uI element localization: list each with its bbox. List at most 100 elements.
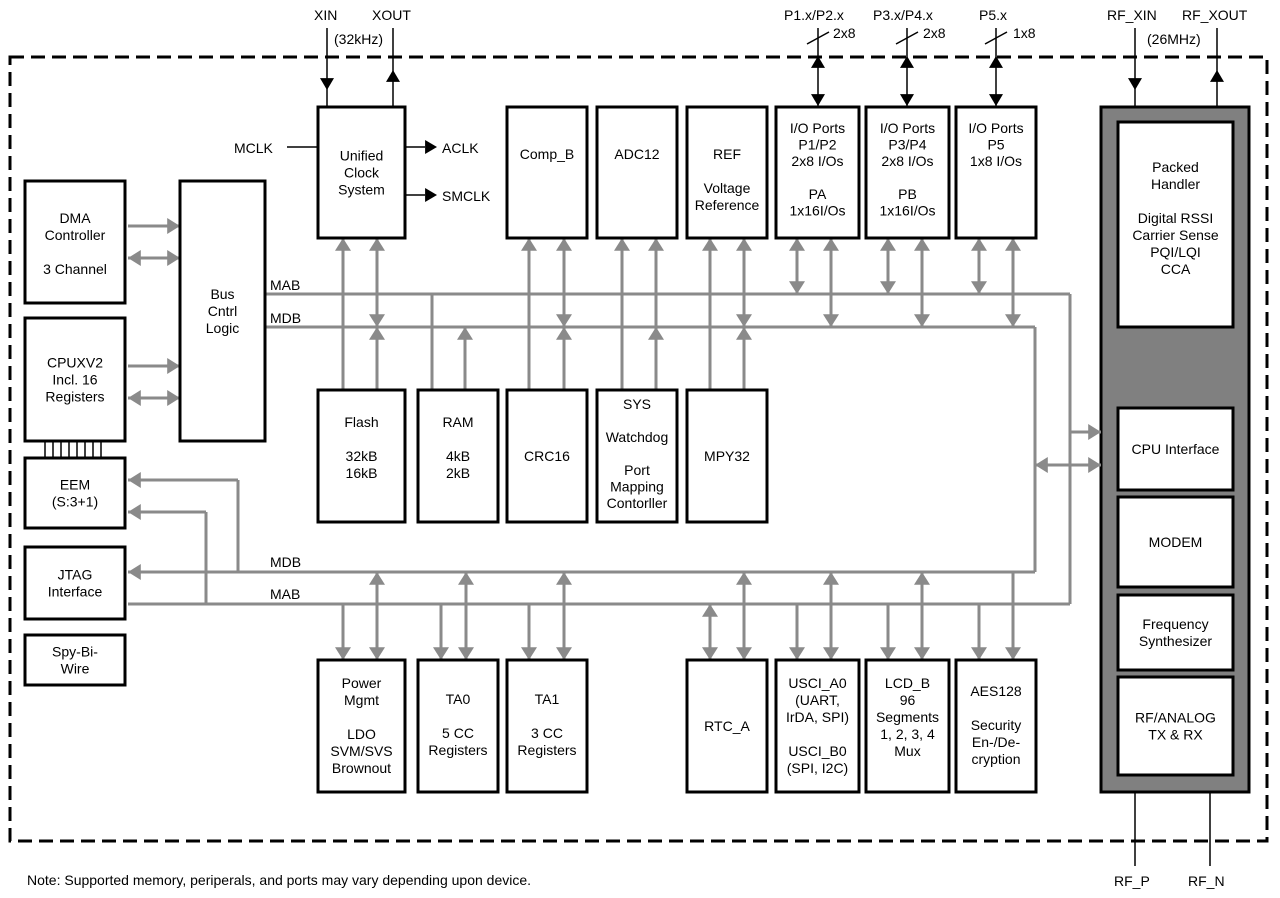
arrowhead (736, 572, 752, 585)
block-label-line: Controller (45, 227, 106, 243)
arrowhead (167, 218, 180, 234)
block-label-line: Watchdog (606, 429, 669, 445)
block-label-line: Security (971, 717, 1022, 733)
block-label-line: CRC16 (524, 448, 570, 464)
rtc-a-block: RTC_A (685, 658, 769, 794)
arrowhead (971, 281, 987, 294)
block-frame (1116, 495, 1235, 589)
arrowhead (1035, 457, 1048, 473)
rf-n-pin-label: RF_N (1188, 873, 1225, 889)
rf-xin-pin-label: RF_XIN (1107, 7, 1157, 23)
arrowhead (556, 327, 572, 340)
arrowhead (369, 647, 385, 660)
arrowhead (128, 472, 141, 488)
p34-pin-label: P3.x/P4.x (873, 7, 933, 23)
block-label-line: AES128 (970, 683, 1022, 699)
arrowhead (167, 358, 180, 374)
arrowhead (1128, 78, 1142, 90)
block-label-line: LDO (347, 726, 376, 742)
block-label-line: 3 Channel (43, 261, 107, 277)
arrowhead (648, 238, 664, 251)
block-label-line: MODEM (1149, 534, 1203, 550)
block-label-line: SYS (623, 396, 651, 412)
block-frame (505, 105, 589, 240)
block-frame (1116, 120, 1235, 329)
block-label-line: PB (898, 186, 917, 202)
block-frame (505, 658, 589, 794)
arrowhead (128, 504, 141, 520)
arrowhead (823, 314, 839, 327)
mab-label-bottom: MAB (270, 586, 300, 602)
arrowhead (433, 647, 449, 660)
arrowhead (556, 314, 572, 327)
block-label-line: Bus (210, 286, 234, 302)
arrowhead (900, 94, 914, 106)
arrowhead (702, 604, 718, 617)
signal-wires (44, 28, 1224, 866)
arrowhead (1005, 647, 1021, 660)
smclk-label: SMCLK (442, 188, 491, 204)
arrowhead (556, 647, 572, 660)
block-frame (685, 658, 769, 794)
arrowhead (811, 94, 825, 106)
block-label-line: I/O Ports (968, 120, 1023, 136)
p5-width-label: 1x8 (1013, 25, 1036, 41)
arrowhead (1005, 238, 1021, 251)
mclk-label: MCLK (234, 140, 274, 156)
arrowhead (167, 390, 180, 406)
block-label-line: (S:3+1) (52, 494, 98, 510)
aclk-label: ACLK (442, 140, 479, 156)
block-frame (416, 388, 500, 524)
arrowhead (458, 572, 474, 585)
rf-p-pin-label: RF_P (1114, 873, 1150, 889)
block-label-line: IrDA, SPI) (786, 709, 849, 725)
block-label-line: Incl. 16 (52, 372, 97, 388)
arrowhead (989, 56, 1003, 68)
arrowhead (335, 647, 351, 660)
arrowhead (386, 70, 400, 82)
xin-pin-label: XIN (314, 7, 337, 23)
block-label-line: LCD_B (885, 675, 930, 691)
block-label-line: I/O Ports (790, 120, 845, 136)
rf-xtal-freq-label: (26MHz) (1147, 31, 1201, 47)
arrowhead (521, 238, 537, 251)
block-label-line: 4kB (446, 448, 470, 464)
arrowhead (167, 250, 180, 266)
block-frame (864, 105, 951, 240)
block-label-line: 3 CC (531, 725, 563, 741)
block-label-line: Digital RSSI (1138, 210, 1213, 226)
arrowhead (736, 647, 752, 660)
block-label-line: Comp_B (520, 146, 574, 162)
block-label-line: JTAG (58, 567, 93, 583)
arrowhead (736, 314, 752, 327)
arrowhead (556, 238, 572, 251)
rf-xout-pin-label: RF_XOUT (1182, 7, 1248, 23)
mpy32-block: MPY32 (685, 388, 769, 524)
arrowhead (880, 238, 896, 251)
block-label-line: cryption (971, 751, 1020, 767)
block-label-line: 16kB (346, 465, 378, 481)
block-label-line: Reference (695, 197, 760, 213)
block-label-line: 32kB (346, 448, 378, 464)
arrowhead (369, 572, 385, 585)
block-label-line: Clock (344, 165, 380, 181)
block-label-line: RAM (442, 414, 473, 430)
block-label-line: System (338, 182, 385, 198)
block-label-line: USCI_A0 (788, 675, 847, 691)
mab-label-top: MAB (270, 277, 300, 293)
arrowhead (457, 327, 473, 340)
block-label-line: Contorller (607, 495, 668, 511)
mdb-label-bottom: MDB (270, 554, 301, 570)
arrowhead (989, 94, 1003, 106)
p12-width-label: 2x8 (833, 25, 856, 41)
